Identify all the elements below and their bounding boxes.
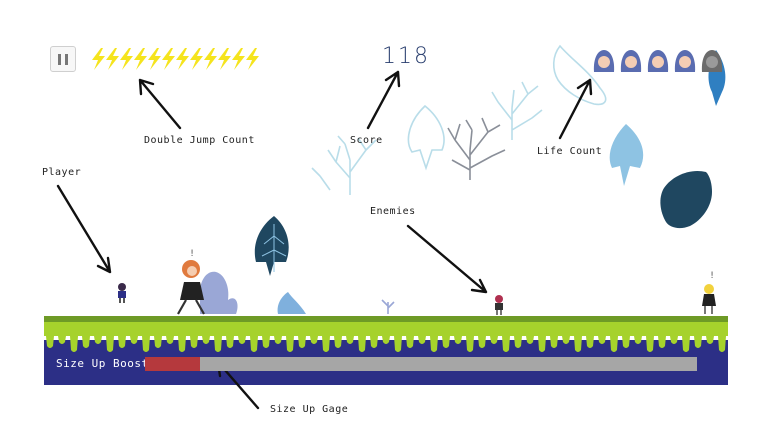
enemy-small-girl (495, 295, 503, 315)
dark-blue-leaf (660, 170, 712, 229)
lightning-icon (92, 48, 105, 70)
enemy-redhead-girl: ! (177, 249, 205, 315)
lightning-icon (120, 48, 133, 70)
size-up-boost-label: Size Up Boost (56, 357, 149, 370)
double-jump-indicator (92, 48, 259, 70)
label-score: Score (350, 135, 383, 146)
lightning-icon (232, 48, 245, 70)
grass-top-edge (44, 316, 728, 322)
small-coral (381, 299, 395, 314)
girl-face-icon (647, 50, 669, 72)
girl-face-icon (593, 50, 615, 72)
coral-plant-left (311, 135, 377, 195)
outline-leaf-top-right (552, 44, 607, 106)
grass-strip (44, 320, 728, 352)
purple-bush (199, 271, 238, 314)
size-up-gauge-fill (145, 357, 201, 371)
lightning-icon (134, 48, 147, 70)
label-player: Player (42, 167, 82, 178)
label-double-jump: Double Jump Count (144, 135, 255, 146)
arrow-score (366, 70, 401, 130)
enemy-blonde-girl: ! (702, 271, 716, 314)
player-character (118, 283, 126, 303)
blue-blob (277, 292, 306, 314)
girl-face-icon (620, 50, 642, 72)
arrow-player (56, 184, 112, 274)
lightning-icon (162, 48, 175, 70)
dark-tree-vein (261, 224, 287, 272)
label-life: Life Count (537, 146, 603, 157)
lightning-icon (218, 48, 231, 70)
lightning-icon (106, 48, 119, 70)
lightning-icon (176, 48, 189, 70)
svg-text:!: ! (710, 271, 714, 281)
coral-plant-right (491, 81, 543, 140)
label-enemies: Enemies (370, 206, 416, 217)
coral-plant-center (447, 117, 506, 180)
label-size-up-gage: Size Up Gage (270, 404, 349, 415)
arrow-life (558, 78, 593, 140)
lightning-icon (204, 48, 217, 70)
arrow-double-jump (138, 78, 182, 130)
arrow-enemies (406, 224, 488, 294)
lightning-icon (148, 48, 161, 70)
girl-face-icon (674, 50, 696, 72)
pause-icon (58, 53, 61, 65)
life-indicator (593, 50, 723, 72)
pause-icon-bar (65, 53, 68, 65)
outline-leaf-center (407, 104, 445, 171)
girl-face-icon (701, 50, 723, 72)
svg-text:!: ! (190, 249, 194, 259)
lightning-icon (190, 48, 203, 70)
dark-tree (254, 216, 289, 276)
lightning-icon (246, 48, 259, 70)
score-display: 118 (382, 44, 430, 69)
size-up-gauge (145, 357, 697, 371)
light-blue-leaf (609, 124, 644, 186)
pause-button[interactable] (50, 46, 76, 72)
